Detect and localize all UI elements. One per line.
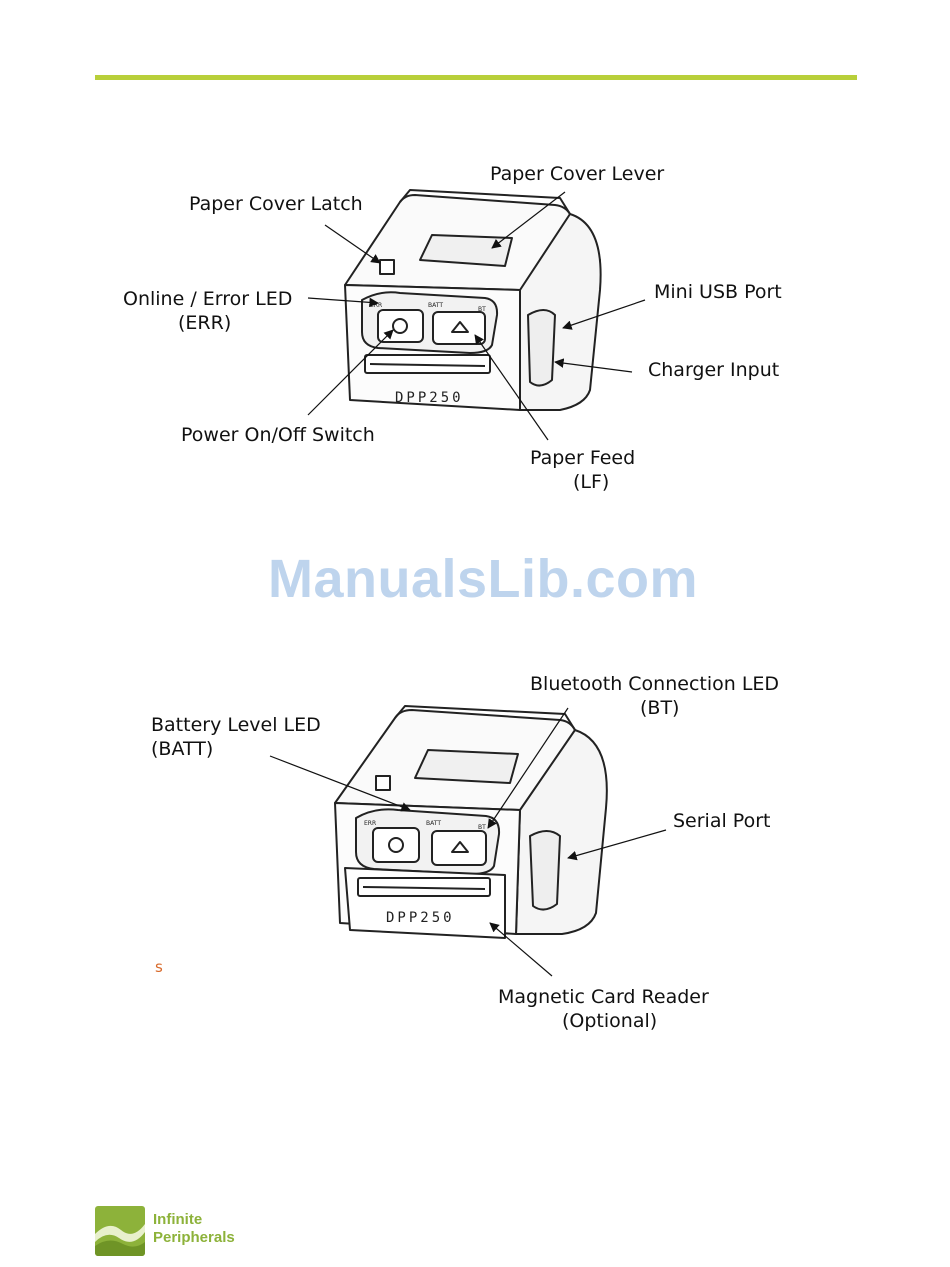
batt-mini-label: BATT [428,302,443,309]
printer-illustration-bottom: DPP250 ERR BATT BT [0,668,950,1048]
logo-line-2: Peripherals [153,1229,235,1247]
header-rule [95,75,857,80]
bt-mini-label: BT [478,306,486,313]
logo-wordmark: Infinite Peripherals [153,1211,235,1247]
err-mini-label: ERR [364,820,376,827]
callout-bluetooth-led: Bluetooth Connection LED [530,672,779,696]
callout-online-error-led: Online / Error LED [123,287,292,311]
printer-diagram-bottom: DPP250 ERR BATT BT Bluetooth Connection … [0,668,950,1048]
model-label: DPP250 [386,910,455,926]
callout-battery-led: Battery Level LED [151,713,321,737]
callout-charger-input: Charger Input [648,358,779,382]
callout-paper-feed: Paper Feed [530,446,635,470]
model-label: DPP250 [395,390,464,406]
callout-paper-cover-latch: Paper Cover Latch [189,192,363,216]
callout-mini-usb-port: Mini USB Port [654,280,782,304]
callout-power-switch: Power On/Off Switch [181,423,375,447]
callout-bluetooth-led-abbr: (BT) [640,696,679,720]
batt-mini-label: BATT [426,820,441,827]
callout-serial-port: Serial Port [673,809,770,833]
callout-magnetic-card-reader: Magnetic Card Reader [498,985,709,1009]
stray-mark: s [155,958,163,976]
logo-line-1: Infinite [153,1211,235,1229]
logo-wave-icon [95,1206,145,1256]
infinite-peripherals-logo: Infinite Peripherals [95,1206,255,1258]
printer-illustration-top: DPP250 ERR BATT BT [0,150,950,510]
bt-mini-label: BT [478,824,486,831]
callout-paper-feed-abbr: (LF) [573,470,609,494]
printer-diagram-top: DPP250 ERR BATT BT Paper Cover Lever Pap… [0,150,950,510]
callout-online-error-led-abbr: (ERR) [178,311,231,335]
callout-battery-led-abbr: (BATT) [151,737,213,761]
watermark: ManualsLib.com [268,548,698,610]
callout-magnetic-card-reader-note: (Optional) [562,1009,657,1033]
callout-paper-cover-lever: Paper Cover Lever [490,162,664,186]
